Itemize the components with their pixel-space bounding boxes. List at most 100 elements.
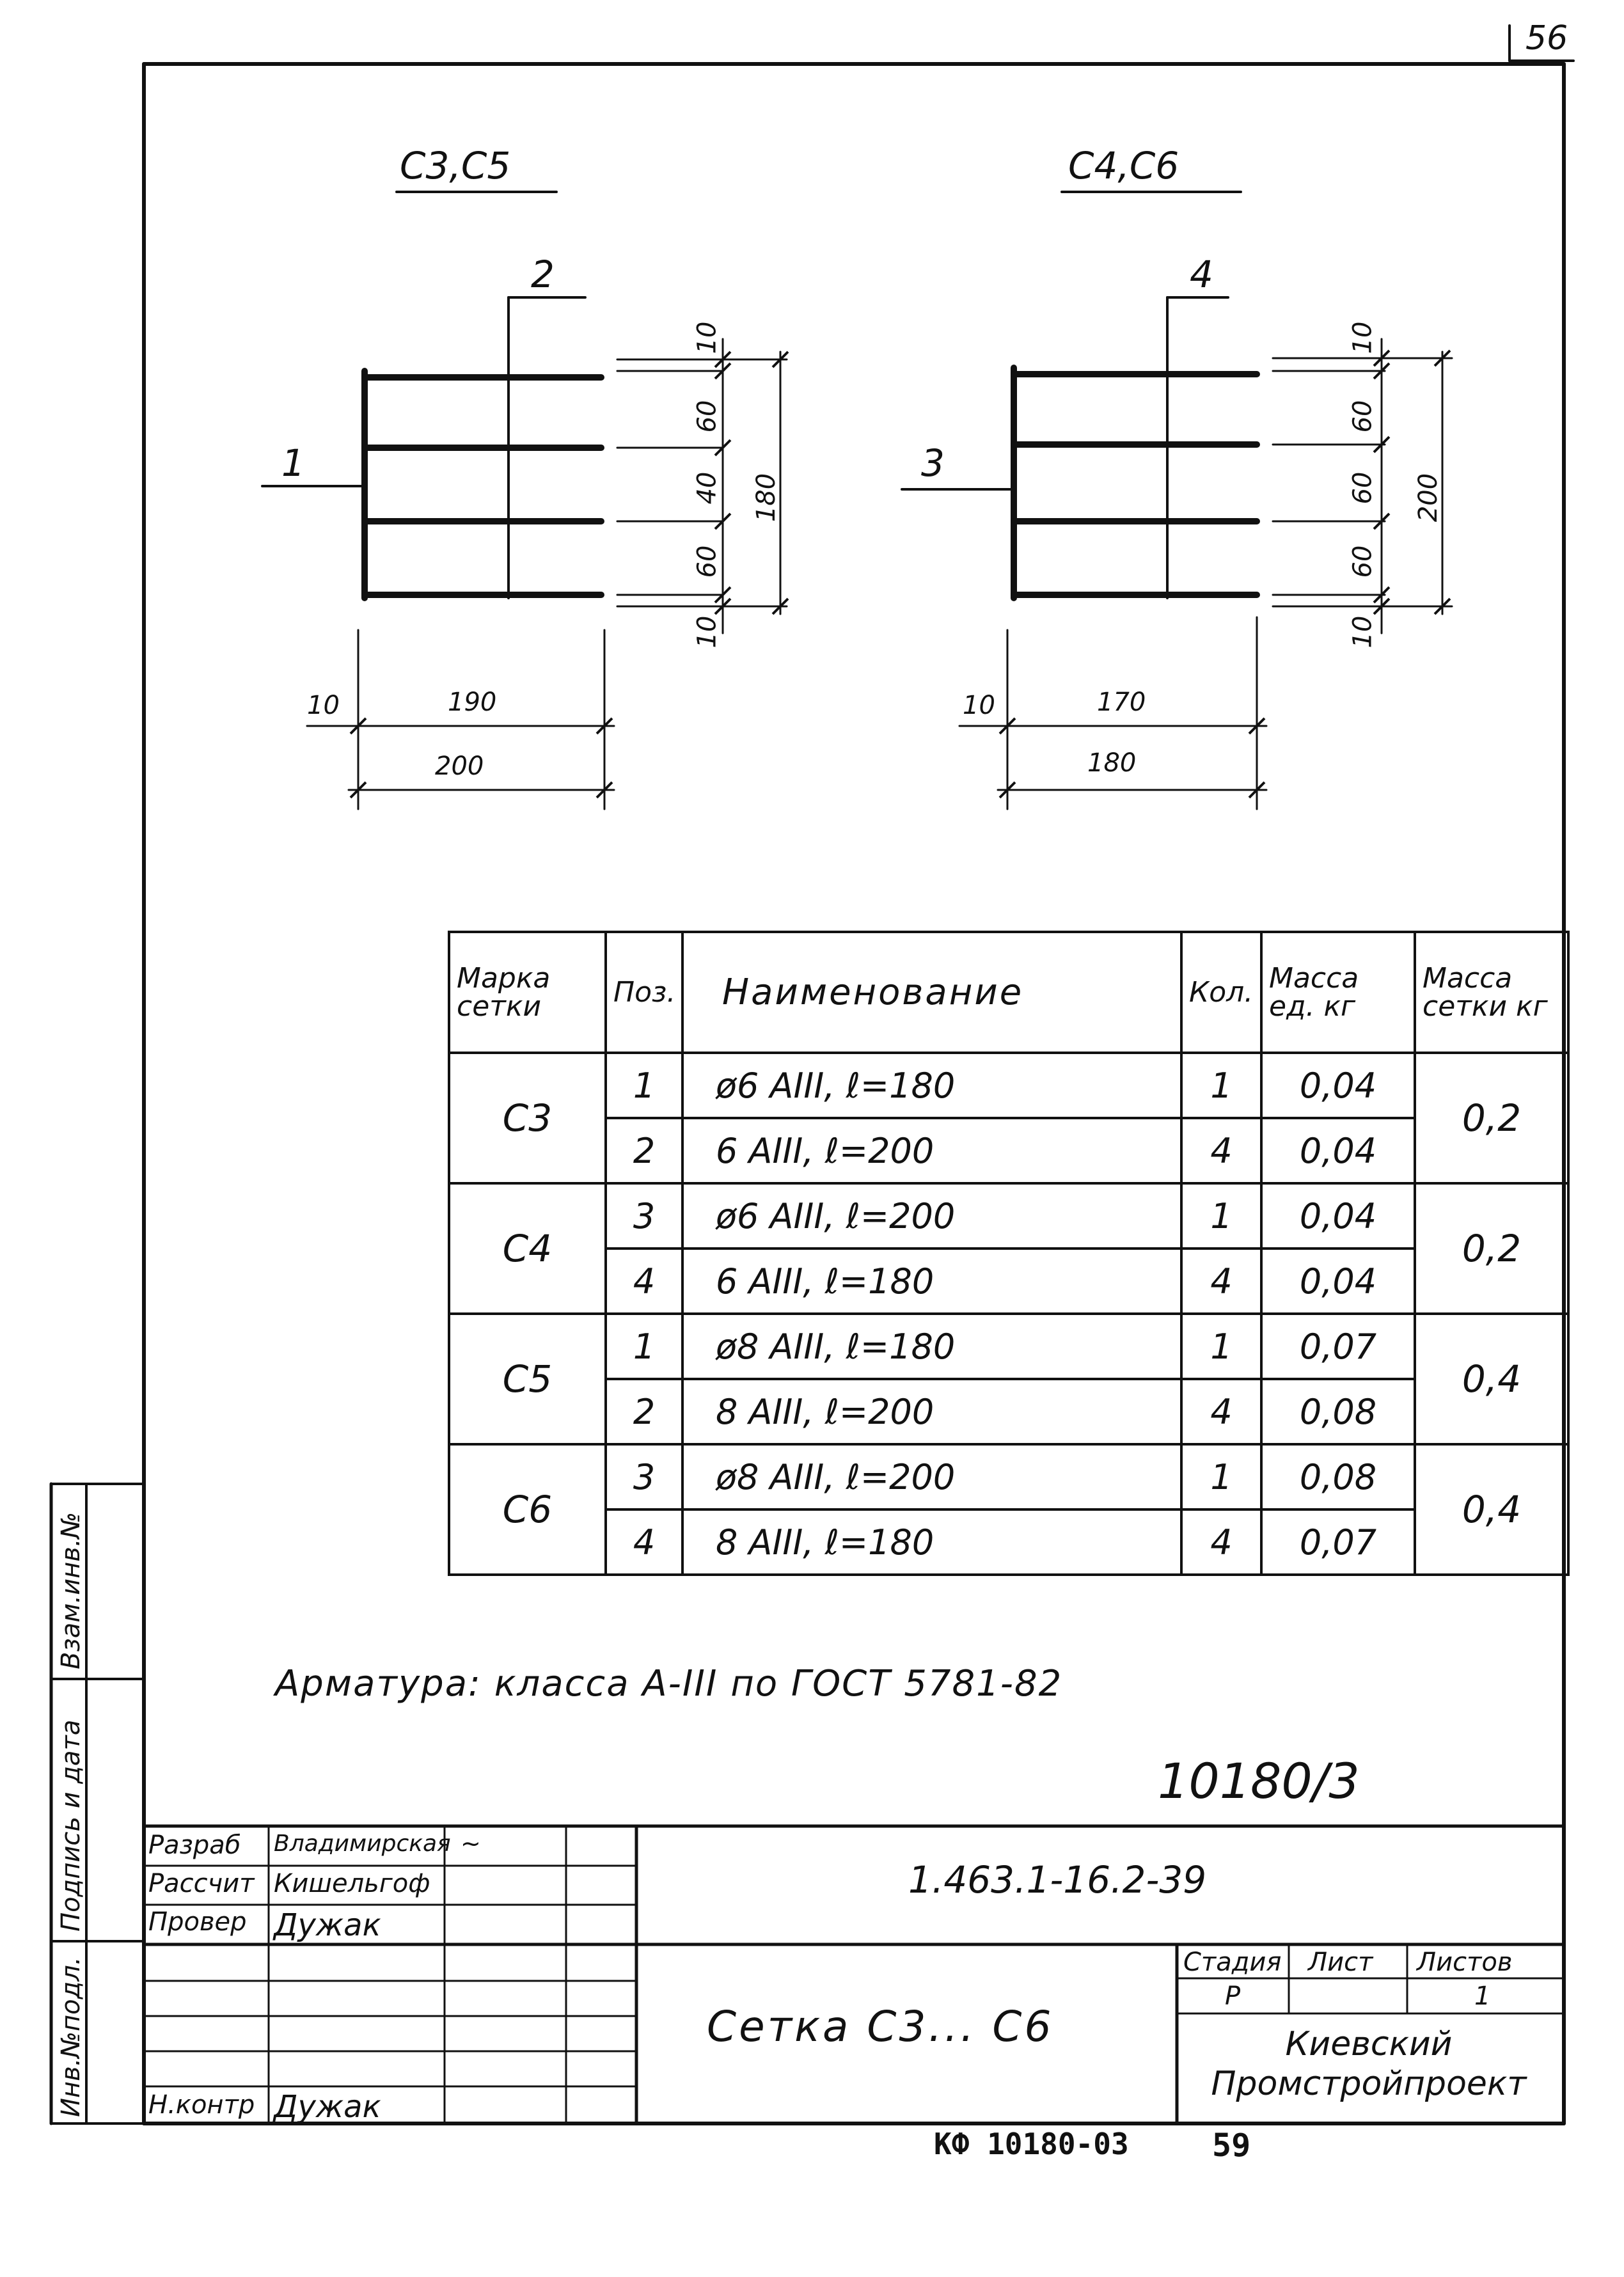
drawing2-dim-inner: 170	[1097, 688, 1146, 717]
drawing-title: Сетка С3... С6	[707, 2002, 1054, 2051]
qty-cell: 4	[1180, 1508, 1263, 1576]
footer-page: 59	[1212, 2127, 1251, 2164]
qty-cell: 1	[1180, 1443, 1263, 1511]
drawing2-dim-v1: 60	[1348, 400, 1378, 433]
stage-label: Стадия	[1183, 1948, 1282, 1977]
mass-cell: 0,07	[1260, 1508, 1416, 1576]
drawing2-title: С4,С6	[1068, 144, 1179, 187]
header-name: Наименование	[681, 931, 1183, 1054]
sheet-label: Лист	[1308, 1948, 1373, 1977]
spec-header-row: Марка сетки Поз. Наименование Кол. Масса…	[448, 931, 1570, 1054]
table-row: 2 6 АIII, ℓ=200 4 0,04	[449, 1117, 1568, 1185]
header-unit-mass: Масса ед. кг	[1260, 931, 1416, 1054]
table-row: С3 1 ø6 АIII, ℓ=180 1 0,04 0,2	[448, 1052, 1570, 1185]
archive-number: 10180/3	[1158, 1753, 1360, 1809]
qty-cell: 4	[1180, 1247, 1263, 1315]
name-1: Кишельгоф	[274, 1869, 430, 1898]
drawing1-dim-v2: 40	[692, 471, 722, 505]
side-inv-orig: Инв.№подл.	[56, 1957, 86, 2117]
name-cell: ø6 АIII, ℓ=200	[681, 1182, 1183, 1250]
table-row: 4 6 АIII, ℓ=180 4 0,04	[449, 1247, 1568, 1315]
name-cell: ø6 АIII, ℓ=180	[681, 1052, 1183, 1119]
stage-value: Р	[1225, 1982, 1241, 2011]
drawing1-dim-v1: 60	[692, 400, 722, 433]
header-mesh-mass: Масса сетки кг	[1414, 931, 1570, 1054]
drawing2-dim-total-vertical: 200	[1414, 473, 1444, 523]
name-cell: ø8 АIII, ℓ=180	[681, 1312, 1183, 1380]
name-cell: 8 АIII, ℓ=200	[681, 1378, 1183, 1446]
mass-cell: 0,08	[1260, 1378, 1416, 1446]
sheets-label: Листов	[1417, 1948, 1513, 1977]
mesh-total-mass: 0,2	[1414, 1182, 1570, 1315]
drawing1-dim-v4: 10	[692, 615, 722, 649]
drawing1-dim-total: 200	[435, 752, 484, 781]
table-row: С5 1 ø8 АIII, ℓ=180 1 0,07 0,4	[448, 1312, 1570, 1446]
qty-cell: 1	[1180, 1182, 1263, 1250]
drawing1-dim-v3: 60	[692, 545, 722, 578]
drawing2-dim-v3: 60	[1348, 545, 1378, 578]
header-mark: Марка сетки	[448, 931, 607, 1054]
drawing1-title: С3,С5	[400, 144, 511, 187]
drawing2-dim-v2: 60	[1348, 471, 1378, 505]
sheets-value: 1	[1474, 1982, 1491, 2011]
name-6: Дужак	[274, 2089, 381, 2125]
mesh-mark: С3	[448, 1052, 607, 1185]
pos-cell: 2	[604, 1378, 684, 1446]
page-number: 56	[1525, 19, 1568, 58]
drawing2-pos-horizontal: 4	[1190, 253, 1213, 296]
header-pos: Поз.	[604, 931, 684, 1054]
mass-cell: 0,04	[1260, 1247, 1416, 1315]
drawing1-pos-horizontal: 2	[531, 253, 555, 296]
mesh-mark: С4	[448, 1182, 607, 1315]
table-row: 2 8 АIII, ℓ=200 4 0,08	[449, 1378, 1568, 1446]
mass-cell: 0,04	[1260, 1117, 1416, 1185]
mesh-total-mass: 0,2	[1414, 1052, 1570, 1185]
signature-0: ~	[461, 1829, 481, 1857]
table-row: 4 8 АIII, ℓ=180 4 0,07	[449, 1508, 1568, 1576]
document-code: 1.463.1-16.2-39	[908, 1858, 1207, 1902]
mass-cell: 0,08	[1260, 1443, 1416, 1511]
drawing1-pos-vertical: 1	[281, 441, 305, 485]
qty-cell: 1	[1180, 1052, 1263, 1119]
drawing1-dim-left: 10	[307, 691, 340, 720]
role-0: Разраб	[148, 1831, 241, 1860]
organization: Киевский Промстройпроект	[1211, 2025, 1527, 2104]
drawing2-dim-v0: 10	[1348, 321, 1378, 354]
drawing1-dim-inner: 190	[448, 688, 497, 717]
footer-code: КФ 10180-03	[934, 2127, 1129, 2161]
drawing1-dim-v0: 10	[692, 321, 722, 354]
specification-table: Марка сетки Поз. Наименование Кол. Масса…	[448, 931, 1570, 1576]
mesh-mark: С6	[448, 1443, 607, 1576]
qty-cell: 1	[1180, 1312, 1263, 1380]
pos-cell: 4	[604, 1508, 684, 1576]
mass-cell: 0,07	[1260, 1312, 1416, 1380]
role-2: Провер	[148, 1907, 247, 1937]
name-cell: ø8 АIII, ℓ=200	[681, 1443, 1183, 1511]
pos-cell: 4	[604, 1247, 684, 1315]
pos-cell: 2	[604, 1117, 684, 1185]
mesh-mark: С5	[448, 1312, 607, 1446]
table-row: С6 3 ø8 АIII, ℓ=200 1 0,08 0,4	[448, 1443, 1570, 1576]
pos-cell: 1	[604, 1312, 684, 1380]
pos-cell: 3	[604, 1182, 684, 1250]
mesh-total-mass: 0,4	[1414, 1312, 1570, 1446]
mass-cell: 0,04	[1260, 1052, 1416, 1119]
pos-cell: 1	[604, 1052, 684, 1119]
drawing2-dim-total: 180	[1087, 748, 1137, 778]
drawing2-dim-left: 10	[963, 691, 995, 720]
side-replace-inv: Взам.инв.№	[56, 1511, 86, 1669]
table-row: С4 3 ø6 АIII, ℓ=200 1 0,04 0,2	[448, 1182, 1570, 1315]
name-cell: 8 АIII, ℓ=180	[681, 1508, 1183, 1576]
name-0: Владимирская	[274, 1831, 451, 1857]
qty-cell: 4	[1180, 1378, 1263, 1446]
name-cell: 6 АIII, ℓ=200	[681, 1117, 1183, 1185]
pos-cell: 3	[604, 1443, 684, 1511]
mesh-total-mass: 0,4	[1414, 1443, 1570, 1576]
drawing2-pos-vertical: 3	[921, 441, 945, 485]
drawing2-dim-v4: 10	[1348, 615, 1378, 649]
header-qty: Кол.	[1180, 931, 1263, 1054]
role-1: Рассчит	[148, 1869, 255, 1898]
side-sign-date: Подпись и дата	[56, 1719, 86, 1932]
mass-cell: 0,04	[1260, 1182, 1416, 1250]
qty-cell: 4	[1180, 1117, 1263, 1185]
